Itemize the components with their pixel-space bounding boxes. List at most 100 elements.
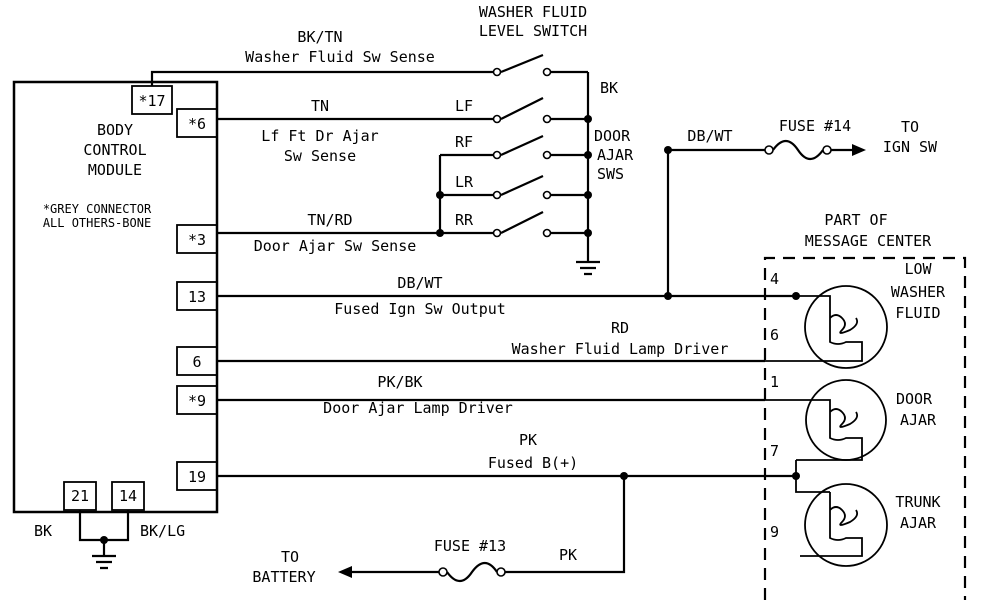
fuse-13-branch: FUSE #13 TO BATTERY PK [252,476,626,586]
switch-label-lr: LR [455,173,474,191]
washer-fluid-level-switch: WASHER FLUID LEVEL SWITCH BK/TN Washer F… [150,3,618,97]
fuse-14-terminal-a [764,145,774,155]
ground-symbol-bottom [92,554,116,570]
wire-rd-desc: Washer Fluid Lamp Driver [512,340,729,358]
rf-switch-contact-b [542,150,552,160]
door-ajar-switches: LF RF LR RR DOOR AJAR SWS TN Lf Ft Dr Aj… [217,72,634,276]
fuse-13-element [446,561,498,583]
wire-tn-color: TN [311,97,329,115]
lamp-1-label-line-2: WASHER [891,283,946,301]
lamp-3-label-line-1: TRUNK [895,493,940,511]
bcm-title-line-2: CONTROL [83,141,146,159]
body-control-module: BODY CONTROL MODULE *GREY CONNECTOR ALL … [12,80,219,514]
junction-dbwt-top [664,146,672,154]
lr-switch-contact-b [542,190,552,200]
lamp-1-label-line-1: LOW [904,260,932,278]
switch-label-rf: RF [455,133,473,151]
message-center-title-line-1: PART OF [824,211,887,229]
fuse-13-terminal-b [438,567,448,577]
wire-bk-left: BK [34,522,52,540]
switch-title-line-2: LEVEL SWITCH [479,22,587,40]
bcm-ground: BK BK/LG [34,510,185,570]
bcm-ground-wires [78,510,130,542]
wire-pk-bottom: PK [559,546,577,564]
bcm-pin-9: *9 [188,392,206,410]
wire-tn-desc-line-2: Sw Sense [284,147,356,165]
bcm-pin-3-box [176,224,218,254]
wire-pkbk-desc: Door Ajar Lamp Driver [323,399,513,417]
wire-bk-right: BK [600,79,618,97]
bcm-title-line-3: MODULE [88,161,142,179]
door-ajar-sws-line-1: DOOR [594,127,631,145]
ground-symbol-top [576,260,600,276]
rf-switch-blade [500,134,544,157]
message-center-pin-1: 1 [770,373,779,391]
lamp-2-label-line-2: AJAR [900,411,937,429]
message-center-pin-9: 9 [770,523,779,541]
lf-switch-blade [500,97,544,120]
lr-switch-blade [500,174,544,197]
wire-pk-color: PK [519,431,537,449]
lf-switch-contact-a [492,114,502,124]
bcm-pin-6: 6 [192,353,201,371]
lamp-trunk-ajar-filament-icon [800,492,863,557]
lamp-low-washer-fluid-filament-icon [765,295,863,362]
door-ajar-sws-line-2: AJAR [597,146,634,164]
wire-bklg: BK/LG [140,522,185,540]
wire-bktn-color: BK/TN [297,28,342,46]
wire-dbwt-color: DB/WT [397,274,442,292]
washer-switch-contact-a [492,67,502,77]
junction-mc-pin-4 [792,292,800,300]
message-center-pin-6: 6 [770,326,779,344]
bcm-pin-21: 21 [71,487,89,505]
fuse-14-dest-line-1: TO [901,118,919,136]
fuse-13-dest-line-1: TO [281,548,299,566]
junction-ground-rr [584,229,592,237]
message-center: PART OF MESSAGE CENTER 4 6 1 7 9 LOW WAS… [763,211,967,600]
fuse-13-label: FUSE #13 [434,537,506,555]
lr-switch-contact-a [492,190,502,200]
bcm-title-line-1: BODY [97,121,133,139]
fuse-14-label: FUSE #14 [779,117,851,135]
fuse-13-terminal-a [496,567,506,577]
message-center-title-line-2: MESSAGE CENTER [805,232,932,250]
message-center-outline [763,256,967,600]
lamp-1-label-line-3: FLUID [895,304,940,322]
wire-tn-desc-line-1: Lf Ft Dr Ajar [261,127,378,145]
fuse-14-branch: FUSE #14 TO IGN SW DB/WT DB/WT Fused Ign… [217,117,938,318]
lamp-driver-wires: RD Washer Fluid Lamp Driver PK/BK Door A… [217,319,765,480]
junction-ground-lr [584,191,592,199]
bcm-pin-3: *3 [188,231,206,249]
bcm-pin-6-grey-box [176,108,218,138]
lamp-2-label-line-1: DOOR [896,390,933,408]
switch-title-line-1: WASHER FLUID [479,3,587,21]
rf-switch-contact-a [492,150,502,160]
arrow-to-battery-icon [338,566,352,578]
junction-ground-rf [584,151,592,159]
lf-switch-contact-b [542,114,552,124]
rr-switch-contact-b [542,228,552,238]
junction-mc-pin-7 [792,472,800,480]
junction-ground-lf [584,115,592,123]
lamp-door-ajar-bulb [805,379,887,461]
lamp-low-washer-fluid-bulb [804,285,888,369]
junction-rr [436,229,444,237]
arrow-to-ign-sw-icon [852,144,866,156]
fuse-13-dest-line-2: BATTERY [252,568,315,586]
message-center-pin-4: 4 [770,270,779,288]
wire-dbwt-top-color: DB/WT [687,127,732,145]
wire-bktn [150,70,497,86]
mc-pin-7-split [795,452,863,493]
bcm-pin-14: 14 [119,487,137,505]
bcm-pin-6-grey: *6 [188,115,206,133]
wire-pk-desc: Fused B(+) [488,454,578,472]
rr-switch-blade [500,211,544,234]
washer-switch-contact-b [542,67,552,77]
wire-pk-to-fuse-13 [505,476,626,574]
wire-pkbk-color: PK/BK [377,373,422,391]
lamp-3-label-line-2: AJAR [900,514,937,532]
washer-switch-blade [500,53,544,74]
switch-label-lf: LF [455,97,473,115]
bcm-pin-19: 19 [188,468,206,486]
